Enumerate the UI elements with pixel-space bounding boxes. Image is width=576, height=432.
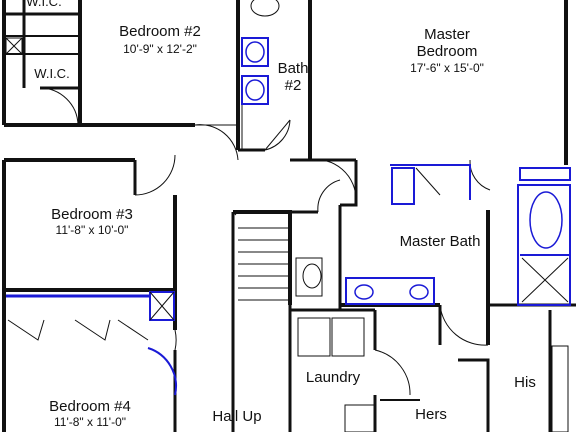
bath2-name-line1: Bath — [278, 60, 309, 77]
bedroom2-name: Bedroom #2 — [119, 23, 201, 40]
bedroom4-dims: 11'-8" x 11'-0" — [54, 415, 126, 429]
master-bedroom-name-line1: Master — [424, 26, 470, 43]
master-bedroom-dims: 17'-6" x 15'-0" — [410, 61, 484, 75]
bath2-name-line2: #2 — [285, 77, 302, 94]
his-name: His — [514, 374, 536, 391]
door-swings — [39, 87, 491, 396]
bedroom3-name: Bedroom #3 — [51, 206, 133, 223]
laundry-name: Laundry — [306, 369, 361, 386]
hers-name: Hers — [415, 406, 447, 423]
hall-name: Hall Up — [212, 408, 261, 425]
wic-label: W.I.C. — [34, 66, 69, 81]
bedroom2-dims: 10'-9" x 12'-2" — [123, 42, 197, 56]
bedroom4-name: Bedroom #4 — [49, 398, 131, 415]
stairs — [232, 211, 288, 301]
wic-top-label: W.I.C. — [26, 0, 61, 9]
fixtures — [5, 0, 571, 432]
bedroom3-dims: 11'-8" x 10'-0" — [56, 223, 129, 237]
master-bath-name: Master Bath — [400, 233, 481, 250]
master-bedroom-name-line2: Bedroom — [417, 43, 478, 60]
room-labels: W.I.C. W.I.C. Bedroom #2 10'-9" x 12'-2"… — [26, 0, 536, 429]
